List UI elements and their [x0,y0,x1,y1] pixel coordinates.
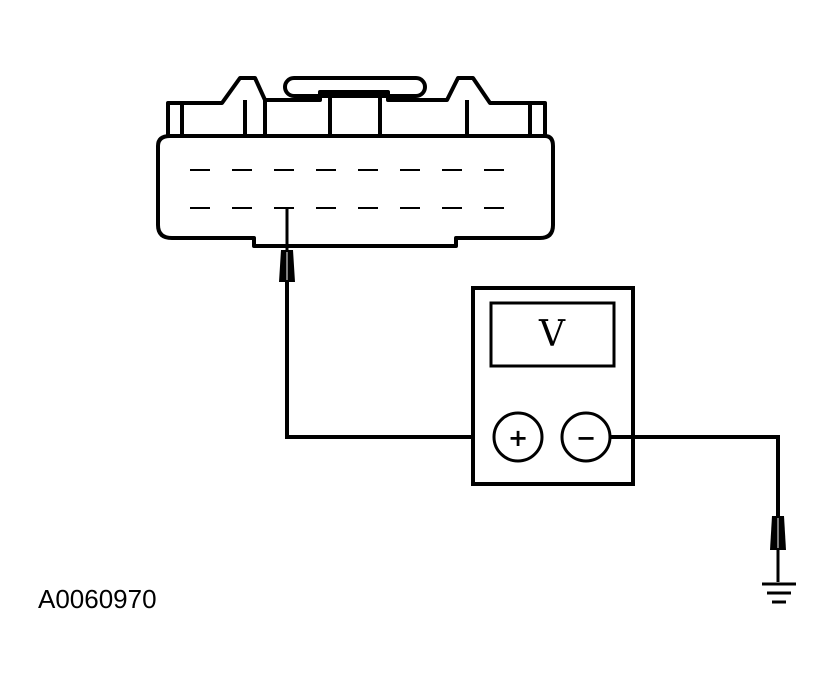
ground-icon [762,582,796,604]
negative-terminal-glyph: − [576,424,596,452]
negative-probe-tip [770,516,786,582]
connector-body [156,134,555,248]
positive-terminal-glyph: + [508,424,528,452]
connector-release-tab [283,76,427,98]
voltmeter-display [489,301,616,368]
voltmeter: V + − [471,286,635,486]
connector-top-profile [166,76,547,136]
connector-lock-block [328,90,382,138]
positive-lead-wire [285,282,490,439]
positive-terminal [492,411,544,463]
figure-id: A0060970 [38,584,157,614]
connector [156,76,555,250]
positive-probe-tip [279,250,295,282]
voltmeter-display-symbol: V [538,314,566,355]
negative-lead-wire [610,435,780,516]
